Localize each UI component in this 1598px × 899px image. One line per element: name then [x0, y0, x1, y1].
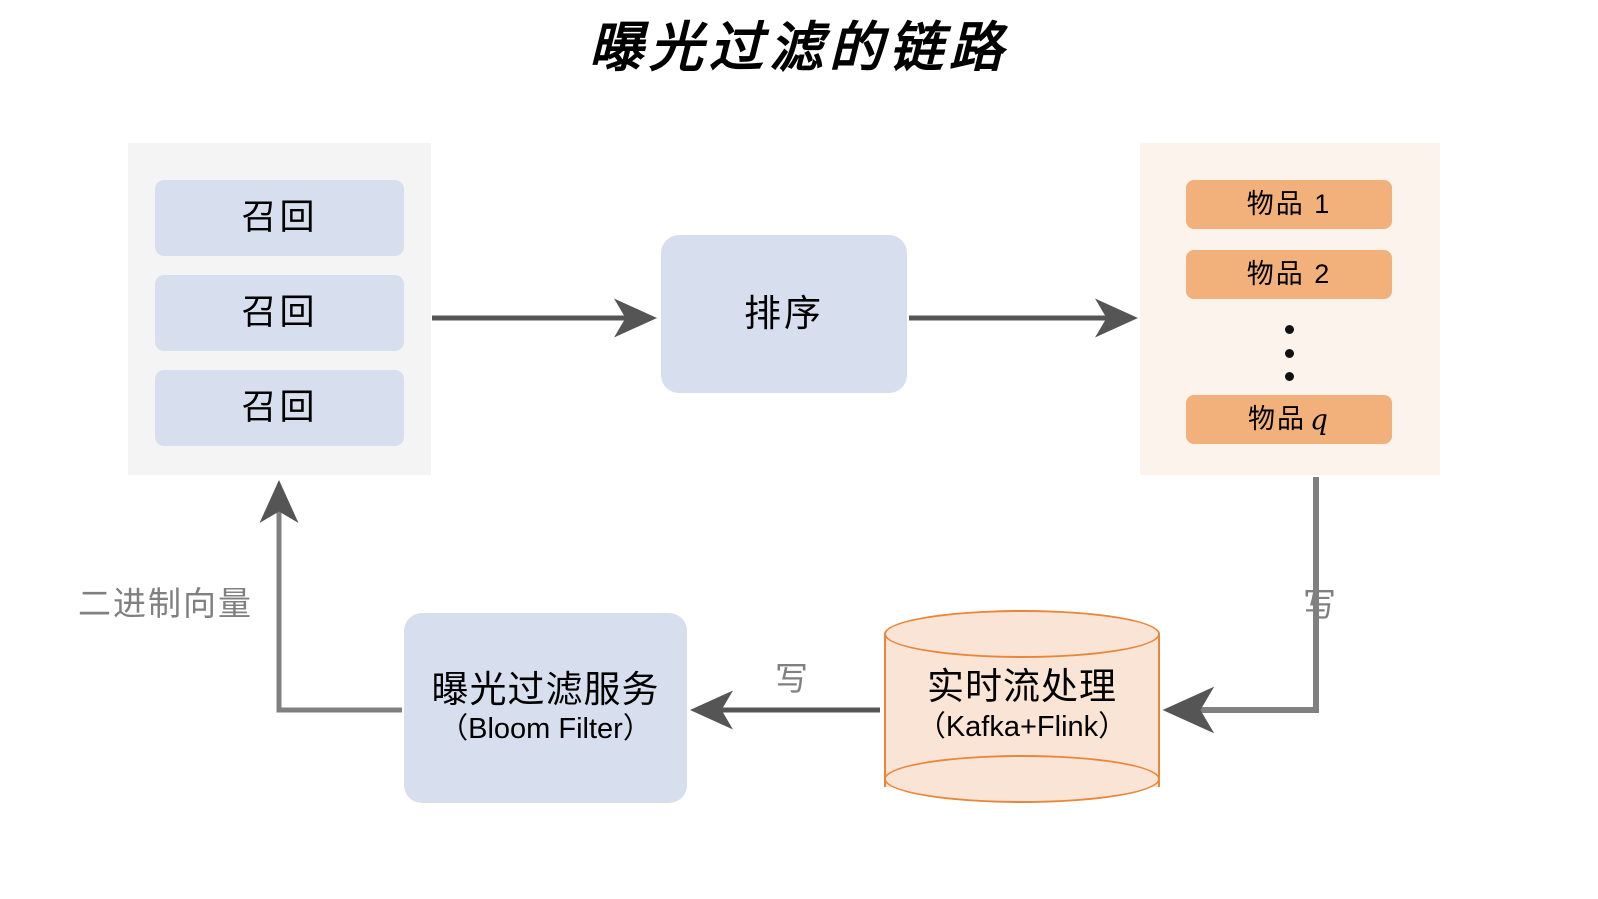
- arrow-items-to-stream: [1162, 477, 1319, 734]
- cylinder-label: 实时流处理 （Kafka+Flink）: [884, 666, 1160, 745]
- recall-box-1[interactable]: 召回: [155, 180, 404, 256]
- stream-processing-cylinder[interactable]: 实时流处理 （Kafka+Flink）: [884, 610, 1160, 803]
- rank-box[interactable]: 排序: [661, 235, 907, 393]
- item-box-1[interactable]: 物品 1: [1186, 180, 1392, 229]
- vertical-ellipsis-icon: [1186, 325, 1392, 381]
- cylinder-bottom-ellipse: [884, 755, 1160, 803]
- page-title: 曝光过滤的链路: [589, 15, 1009, 79]
- stream-title: 实时流处理: [927, 666, 1117, 707]
- edge-label-binary-vector: 二进制向量: [78, 585, 253, 622]
- bloom-filter-subtitle: （Bloom Filter）: [439, 712, 652, 745]
- recall-box-2[interactable]: 召回: [155, 275, 404, 351]
- item-box-q-index: q: [1310, 402, 1330, 436]
- recall-box-3[interactable]: 召回: [155, 370, 404, 446]
- edge-label-write-items-to-stream: 写: [1303, 586, 1336, 623]
- arrow-bloom-to-recall: [259, 479, 402, 713]
- item-box-q-prefix: 物品: [1248, 403, 1307, 434]
- cylinder-top-ellipse: [884, 610, 1160, 658]
- bloom-filter-title: 曝光过滤服务: [431, 669, 660, 711]
- item-box-2[interactable]: 物品 2: [1186, 250, 1392, 299]
- bloom-filter-service-box[interactable]: 曝光过滤服务 （Bloom Filter）: [404, 613, 687, 803]
- stream-subtitle: （Kafka+Flink）: [916, 710, 1128, 743]
- edge-label-write-stream-to-bloom: 写: [775, 660, 808, 697]
